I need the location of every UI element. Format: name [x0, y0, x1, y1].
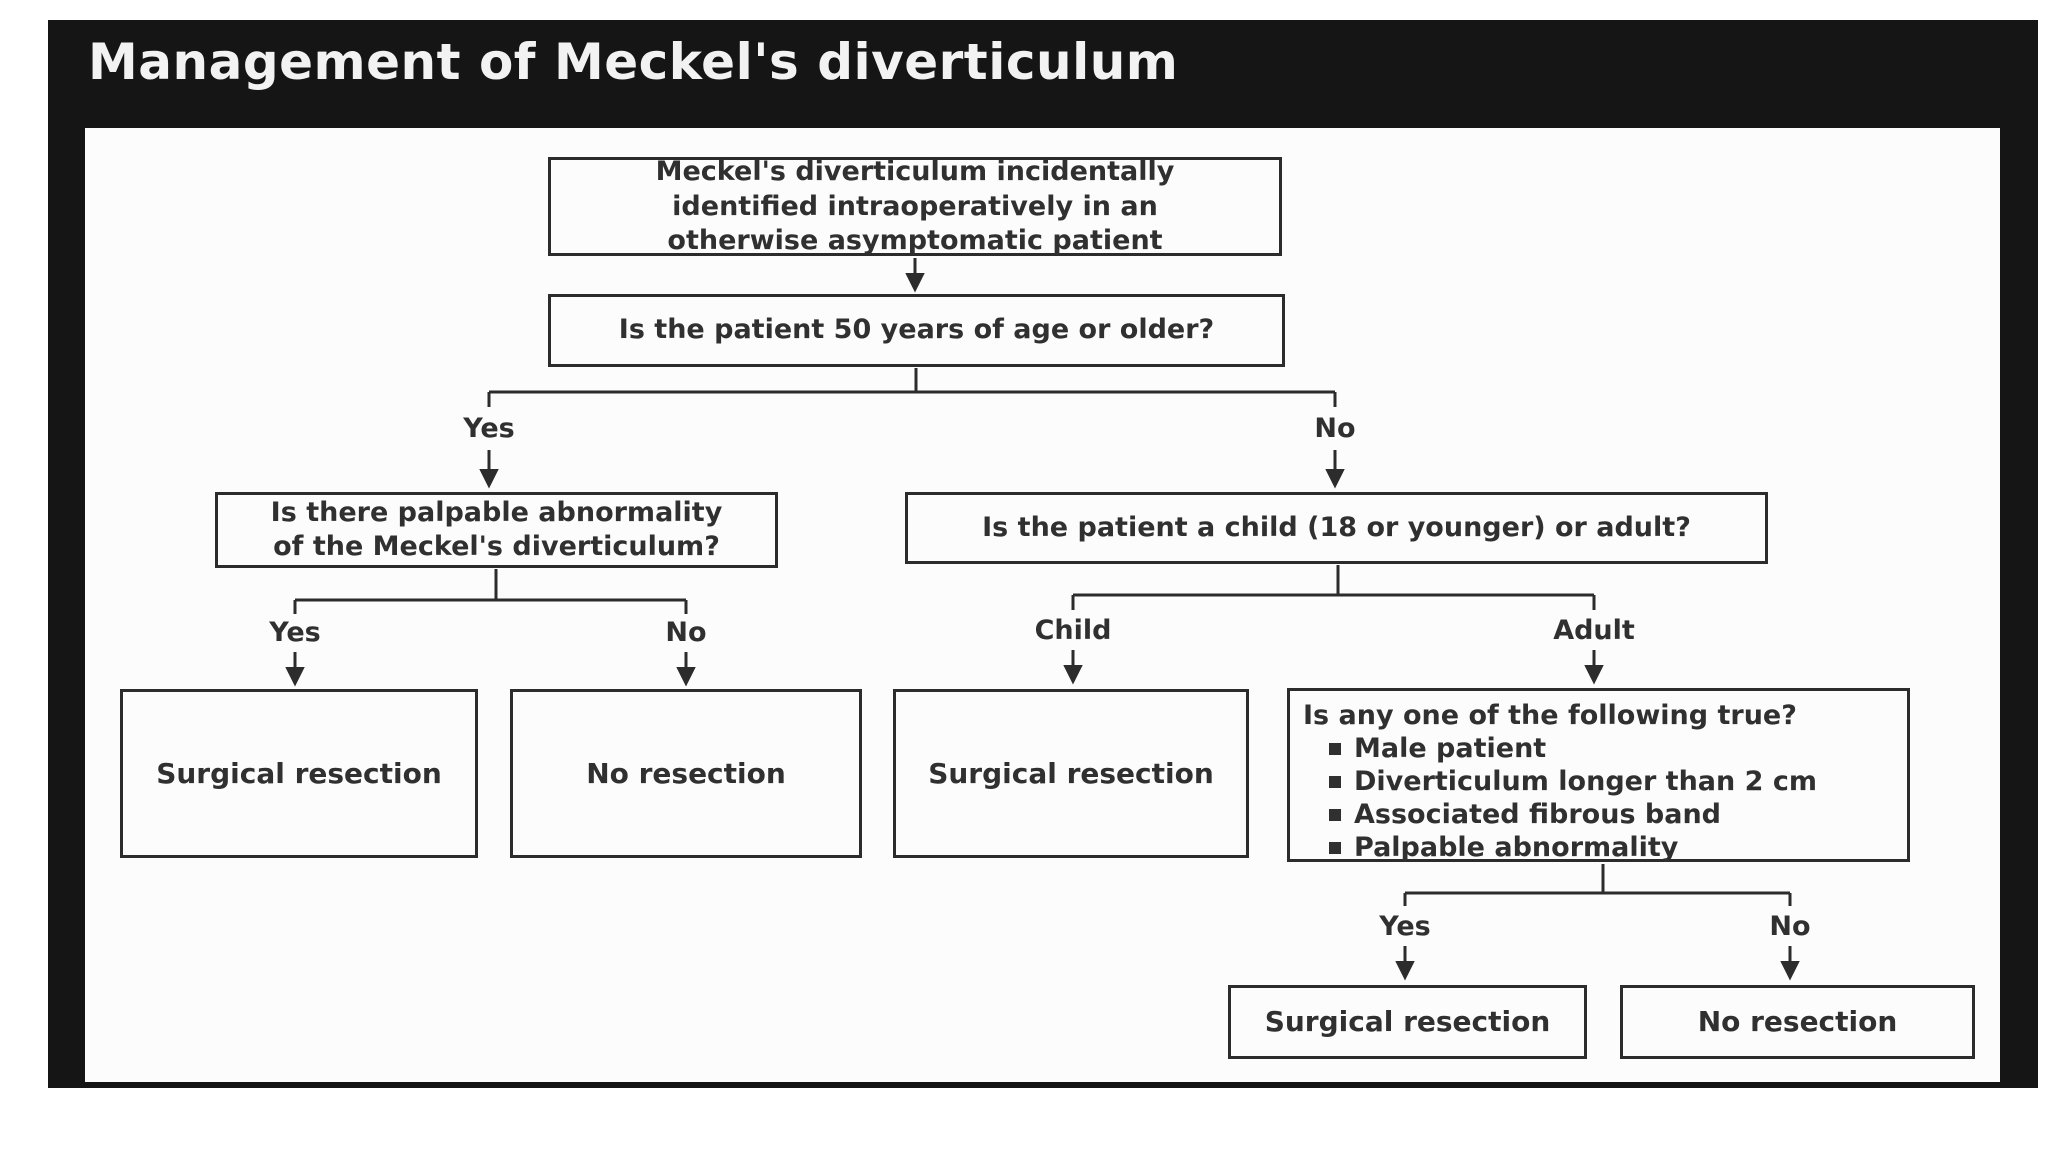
bullet-square-icon: [1329, 743, 1341, 755]
node-no-resection-left: No resection: [510, 689, 862, 858]
node-criteria: Is any one of the following true? Male p…: [1287, 688, 1910, 864]
edge-label-adult: Adult: [1553, 615, 1635, 646]
figure-title: Management of Meckel's diverticulum: [88, 33, 1179, 91]
criteria-item-label: Male patient: [1354, 733, 1547, 764]
criteria-item: Male patient: [1329, 732, 1897, 765]
criteria-item: Diverticulum longer than 2 cm: [1329, 765, 1897, 798]
node-age-question: Is the patient 50 years of age or older?: [548, 294, 1285, 367]
edge-label-palpable-no: No: [665, 617, 707, 648]
criteria-item-label: Associated fibrous band: [1354, 799, 1722, 830]
criteria-item-label: Palpable abnormality: [1354, 832, 1679, 863]
edge-label-criteria-no: No: [1769, 911, 1811, 942]
criteria-header: Is any one of the following true?: [1303, 700, 1797, 731]
bullet-square-icon: [1329, 776, 1341, 788]
edge-label-age-yes: Yes: [463, 413, 515, 444]
node-no-resection-adult: No resection: [1620, 985, 1975, 1059]
node-child-adult-question: Is the patient a child (18 or younger) o…: [905, 492, 1768, 564]
bullet-square-icon: [1329, 842, 1341, 854]
edge-label-child: Child: [1034, 615, 1112, 646]
flowchart-panel: [85, 128, 2000, 1082]
node-palpable-question: Is there palpable abnormality of the Mec…: [215, 492, 778, 568]
node-surgical-resection-adult: Surgical resection: [1228, 985, 1587, 1059]
criteria-item-label: Diverticulum longer than 2 cm: [1354, 766, 1817, 797]
bullet-square-icon: [1329, 809, 1341, 821]
criteria-item: Associated fibrous band: [1329, 798, 1897, 831]
node-surgical-resection-child: Surgical resection: [893, 689, 1249, 858]
edge-label-palpable-yes: Yes: [269, 617, 321, 648]
criteria-item: Palpable abnormality: [1329, 831, 1897, 864]
edge-label-criteria-yes: Yes: [1379, 911, 1431, 942]
node-root: Meckel's diverticulum incidentally ident…: [548, 156, 1282, 256]
edge-label-age-no: No: [1314, 413, 1356, 444]
node-surgical-resection-left: Surgical resection: [120, 689, 478, 858]
